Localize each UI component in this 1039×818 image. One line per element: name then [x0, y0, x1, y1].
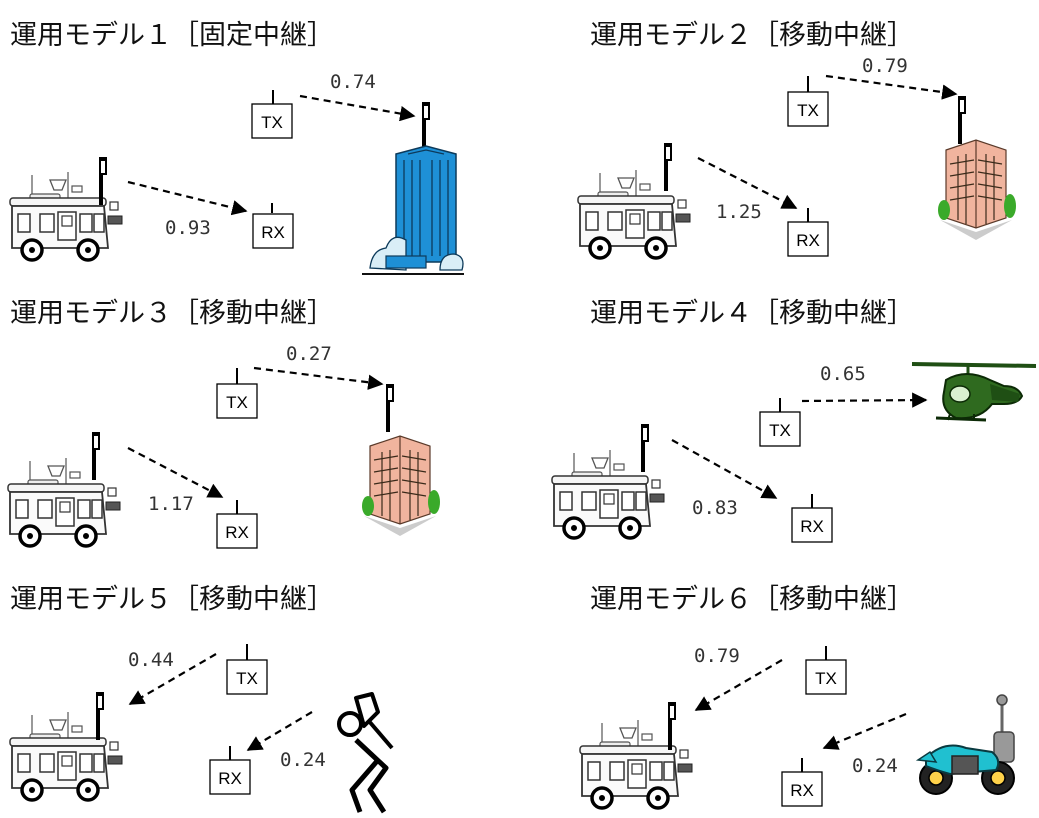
link-arrow — [127, 447, 224, 498]
building-icon — [361, 435, 441, 537]
antenna-icon — [92, 432, 100, 480]
tx-value: 0.65 — [820, 363, 866, 385]
tx-box — [805, 659, 847, 695]
tx-box — [216, 383, 258, 419]
rx-value: 1.25 — [716, 201, 762, 223]
building-icon — [362, 102, 464, 275]
panel-3: 運用モデル３［移動中継］ 1.17 RX TX 0.27 — [6, 298, 441, 549]
antenna-icon — [664, 143, 672, 191]
rx-value: 0.24 — [280, 749, 326, 771]
link-arrow — [299, 94, 416, 122]
tx-label: TX — [797, 101, 819, 120]
tx-box — [787, 91, 829, 127]
panel-2-title: 運用モデル２［移動中継］ — [590, 20, 914, 51]
antenna-icon — [641, 424, 649, 472]
rx-value: 0.83 — [692, 497, 738, 519]
rx-box — [209, 759, 251, 795]
tx-value: 0.44 — [128, 649, 174, 671]
rx-label: RX — [790, 781, 814, 800]
link-arrow — [671, 439, 778, 499]
tx-label: TX — [236, 669, 258, 688]
panel-5: 運用モデル５［移動中継］ 0.44 TX 0.24 RX — [8, 584, 394, 814]
helicopter-icon — [911, 362, 1037, 422]
link-arrow — [253, 366, 384, 390]
rx-label: RX — [800, 517, 824, 536]
tx-label: TX — [261, 113, 283, 132]
van-icon — [6, 456, 122, 548]
antenna-icon — [99, 157, 107, 205]
panel-6: 運用モデル６［移動中継］ 0.79 TX 0.24 RX — [578, 584, 1015, 810]
panel-4: 運用モデル４［移動中継］ 0.83 RX TX 0.65 — [550, 298, 1037, 543]
van-icon — [550, 448, 666, 540]
tx-value: 0.74 — [330, 71, 376, 93]
link-arrow — [127, 180, 248, 216]
tx-box — [251, 103, 293, 139]
link-arrow — [801, 392, 928, 408]
link-arrow — [128, 653, 217, 705]
rx-label: RX — [225, 523, 249, 542]
rx-box — [787, 221, 829, 257]
panel-5-title: 運用モデル５［移動中継］ — [10, 584, 334, 615]
rx-box — [791, 507, 833, 543]
panel-1: 運用モデル１［固定中継］ 0.93 RX TX 0.74 — [8, 20, 464, 275]
rx-box — [781, 771, 823, 807]
panel-4-title: 運用モデル４［移動中継］ — [590, 298, 914, 329]
motorcycle-icon — [915, 694, 1015, 795]
antenna-icon — [386, 384, 394, 432]
link-arrow — [697, 157, 798, 209]
link-arrow — [822, 712, 907, 750]
rx-box — [252, 213, 294, 249]
rx-box — [216, 513, 258, 549]
rx-value: 1.17 — [148, 493, 194, 515]
link-arrow — [825, 74, 958, 100]
rx-label: RX — [218, 769, 242, 788]
panel-3-title: 運用モデル３［移動中継］ — [10, 298, 334, 329]
antenna-icon — [96, 692, 104, 740]
van-icon — [8, 170, 124, 262]
panel-2: 運用モデル２［移動中継］ 1.25 RX TX 0.79 — [576, 20, 1017, 260]
link-arrow — [694, 659, 783, 711]
tx-label: TX — [226, 393, 248, 412]
van-icon — [8, 710, 124, 802]
tx-box — [759, 411, 801, 447]
tx-label: TX — [769, 421, 791, 440]
rx-value: 0.93 — [165, 217, 211, 239]
van-icon — [576, 168, 692, 260]
link-arrow — [246, 711, 313, 751]
antenna-icon — [958, 96, 966, 144]
tx-label: TX — [815, 669, 837, 688]
tx-value: 0.79 — [694, 645, 740, 667]
panel-6-title: 運用モデル６［移動中継］ — [590, 584, 914, 615]
tx-value: 0.27 — [286, 343, 332, 365]
panel-1-title: 運用モデル１［固定中継］ — [10, 20, 334, 51]
antenna-icon — [668, 702, 676, 750]
tx-box — [226, 659, 268, 695]
rx-label: RX — [261, 223, 285, 242]
rx-label: RX — [796, 231, 820, 250]
building-icon — [937, 139, 1017, 241]
runner-icon — [337, 692, 394, 814]
van-icon — [578, 718, 694, 810]
tx-value: 0.79 — [862, 55, 908, 77]
rx-value: 0.24 — [852, 755, 898, 777]
